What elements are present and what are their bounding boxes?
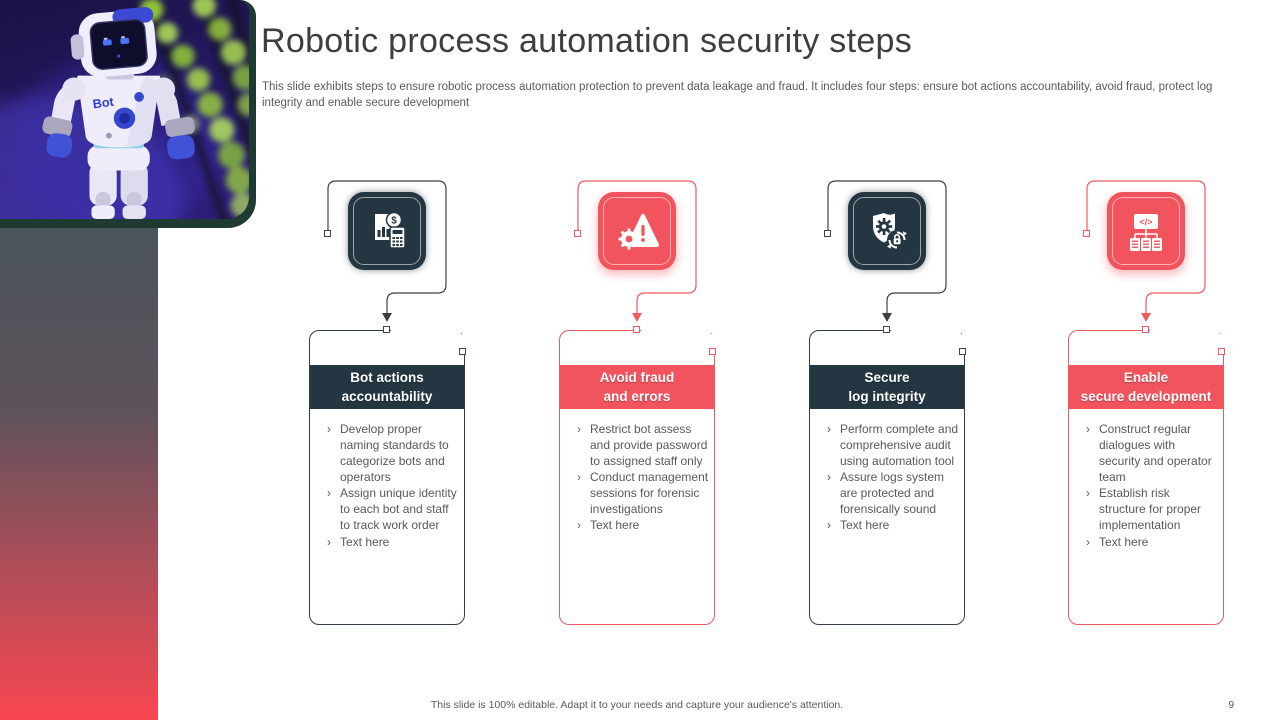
page-subtitle: This slide exhibits steps to ensure robo… [262,81,1213,109]
connector-line [1086,180,1206,322]
list-item: Assure logs system are protected and for… [819,469,959,517]
step-column-4: </> Enable secure development [1068,170,1225,630]
connector-line [577,180,697,322]
robot-chest-label: Bot [92,95,116,112]
connector-handle [709,348,716,355]
connector-line [827,180,947,322]
list-item: Text here [819,517,959,533]
sidebar-gradient [0,222,158,720]
step-column-3: Secure log integrity Perform complete an… [809,170,966,630]
border-gap [641,329,716,333]
robot-illustration: Bot [0,0,249,219]
list-item: Text here [1078,534,1218,550]
step-card: Secure log integrity Perform complete an… [809,329,966,625]
list-item: Conduct management sessions for forensic… [569,469,709,517]
connector-handle [383,326,390,333]
border-gap [891,329,966,333]
step-card: Avoid fraud and errors Restrict bot asse… [559,329,716,625]
connector-handle [1083,230,1090,237]
list-item: Construct regular dialogues with securit… [1078,421,1218,485]
list-item: Restrict bot assess and provide password… [569,421,709,469]
fraud-warning-icon [598,192,676,270]
robot-photo: Bot [0,0,249,219]
step-title: Secure log integrity [810,365,964,409]
connector-handle [824,230,831,237]
border-gap [712,331,716,350]
connector-handle [633,326,640,333]
step-bullets: Perform complete and comprehensive audit… [810,409,964,534]
step-title: Avoid fraud and errors [560,365,714,409]
step-card: Bot actions accountability Develop prope… [309,329,466,625]
robot-figure: Bot [42,7,195,219]
connector-handle [883,326,890,333]
step-bullets: Construct regular dialogues with securit… [1069,409,1223,550]
robot-photo-frame: Bot [0,0,256,228]
bokeh-lights [140,0,249,219]
border-gap [391,329,466,333]
secure-development-icon: </> [1107,192,1185,270]
list-item: Assign unique identity to each bot and s… [319,485,459,533]
step-column-2: Avoid fraud and errors Restrict bot asse… [559,170,716,630]
connector-line [327,180,447,322]
list-item: Develop proper naming standards to categ… [319,421,459,485]
step-title: Enable secure development [1069,365,1223,409]
step-bullets: Develop proper naming standards to categ… [310,409,464,550]
list-item: Text here [569,517,709,533]
border-gap [1221,331,1225,350]
page-number: 9 [1228,700,1234,711]
list-item: Text here [319,534,459,550]
step-title: Bot actions accountability [310,365,464,409]
svg-text:$: $ [391,216,397,227]
footer-note: This slide is 100% editable. Adapt it to… [430,699,844,711]
svg-text:</>: </> [1139,217,1152,227]
financial-report-icon: $ [348,192,426,270]
connector-handle [574,230,581,237]
border-gap [462,331,466,350]
page-title: Robotic process automation security step… [261,22,913,60]
step-card: Enable secure development Construct regu… [1068,329,1225,625]
connector-handle [1142,326,1149,333]
list-item: Establish risk structure for proper impl… [1078,485,1218,533]
border-gap [1150,329,1225,333]
step-column-1: $ Bot actions accountability Develop pro… [309,170,466,630]
connector-handle [1218,348,1225,355]
connector-handle [324,230,331,237]
border-gap [962,331,966,350]
connector-handle [459,348,466,355]
secure-log-icon [848,192,926,270]
step-bullets: Restrict bot assess and provide password… [560,409,714,534]
list-item: Perform complete and comprehensive audit… [819,421,959,469]
connector-handle [959,348,966,355]
